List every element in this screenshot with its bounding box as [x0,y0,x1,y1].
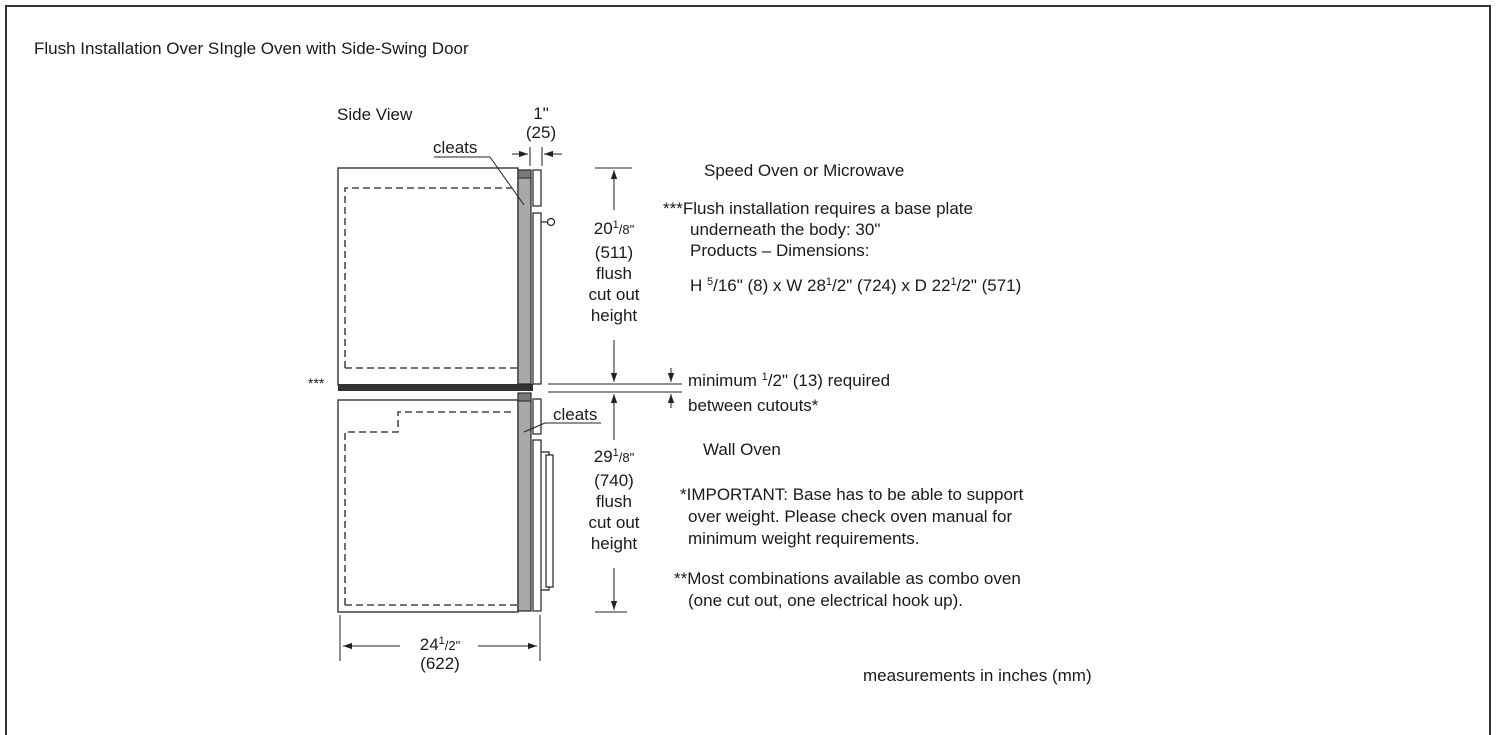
door-handle-knob [546,217,556,227]
upper-height-label-2: cut out [588,285,640,304]
upper-height-label-1: flush [596,264,632,283]
side-view-label: Side View [337,105,413,124]
upper-height-inches: 201/8" [593,219,635,238]
base-plate-note-line-2: underneath the body: 30" [690,220,881,239]
important-note-line-3: minimum weight requirements. [688,529,920,548]
important-note-line-2: over weight. Please check oven manual fo… [688,507,1013,526]
upper-appliance-door [532,212,542,385]
top-dimension-mm: (25) [525,123,557,142]
lower-height-inches: 291/8" [593,447,635,466]
base-plate-marker: *** [308,375,325,391]
base-plate-note-line-1: ***Flush installation requires a base pl… [663,199,973,218]
important-note-line-1: *IMPORTANT: Base has to be able to suppo… [680,485,1024,504]
units-note: measurements in inches (mm) [863,666,1092,685]
wall-oven-label: Wall Oven [703,440,781,459]
minimum-gap-line-1: minimum 1/2" (13) required [688,371,891,390]
base-plate [338,384,533,391]
diagram-title: Flush Installation Over SIngle Oven with… [34,39,469,58]
combo-note-line-2: (one cut out, one electrical hook up). [688,591,963,610]
upper-height-label-3: height [590,306,638,325]
speed-oven-label: Speed Oven or Microwave [704,161,905,180]
top-dimension-value: 1" [533,104,549,123]
base-plate-note-line-3: Products – Dimensions: [690,241,870,260]
upper-cabinet [337,167,519,386]
upper-height-mm: (511) [594,243,634,262]
cleats-label-lower: cleats [553,405,598,424]
base-plate-note-line-4: H 5/16" (8) x W 281/2" (724) x D 221/2" … [690,276,1022,295]
lower-appliance-face [517,392,532,612]
lower-height-label-1: flush [596,492,632,511]
upper-appliance-face [517,169,532,385]
lower-oven-dashed-outline [344,411,512,605]
upper-oven-dashed-outline [344,187,512,368]
lower-height-mm: (740) [594,471,634,490]
lower-height-label-3: height [590,534,638,553]
upper-appliance-door-top [532,169,542,207]
lower-appliance-door [532,439,542,612]
lower-height-label-2: cut out [588,513,640,532]
cleats-label-upper: cleats [433,138,478,157]
width-mm: (622) [420,654,460,673]
diagram-frame [5,5,1491,735]
lower-appliance-door-top [532,398,542,435]
combo-note-line-1: **Most combinations available as combo o… [674,569,1021,588]
width-inches: 241/2" [419,635,461,654]
minimum-gap-line-2: between cutouts* [688,396,819,415]
